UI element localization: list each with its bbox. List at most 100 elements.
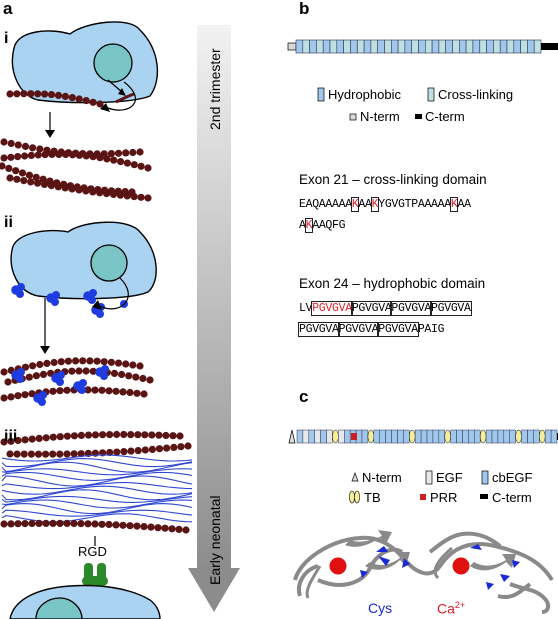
elastic-fibre-strand (1, 485, 193, 495)
bar-egf-domain (497, 429, 505, 444)
coacervate-fibrils-stage-i (0, 138, 152, 202)
fibril-bead (89, 98, 97, 106)
fibril-bead (96, 154, 104, 162)
fibril-bead (147, 523, 155, 531)
bar-egf-domain (456, 429, 463, 444)
fibril-bead (14, 153, 22, 161)
fibril-bead (119, 521, 127, 529)
bar-egf-domain (509, 429, 516, 444)
fibril-bead (136, 148, 144, 156)
fibril-bead (62, 150, 70, 159)
legend-egf-swatch (425, 470, 433, 485)
timeline-top-label: 2nd trimester (207, 48, 223, 130)
fibril-bead (14, 141, 22, 149)
fibril-bead (106, 431, 114, 439)
integrin-receptor (82, 563, 108, 586)
fibril-bead (137, 193, 145, 201)
fibril-bead (42, 434, 50, 442)
fibril-bead (36, 360, 44, 369)
fibril-bead (89, 367, 97, 375)
fibril-bead (120, 448, 128, 456)
legend-cross-linking-label: Cross-linking (438, 87, 514, 102)
fibril-bead (0, 520, 8, 528)
fibril-bead (148, 445, 156, 453)
fibril-bead (79, 357, 87, 365)
microfibril-protein (88, 296, 96, 304)
bar-domain (520, 39, 528, 54)
calcium-charge: 2+ (454, 600, 466, 610)
fibril-bead (7, 139, 15, 148)
bar-domain (316, 39, 324, 54)
microfibril-protein (17, 368, 25, 376)
fibril-bead (25, 373, 33, 381)
fibril-bead (50, 358, 58, 367)
hexapeptide-repeat: PGVGVA (377, 322, 419, 337)
fibril-bead (13, 175, 21, 183)
fibril-bead (63, 450, 71, 458)
lysine-residue: K (370, 197, 380, 212)
elastic-fibre-strand (1, 503, 193, 515)
fibril-bead (133, 522, 141, 530)
fibril-bead (107, 358, 115, 366)
seq-segment: EAQAAAAA (299, 198, 352, 211)
elastic-fibre-border-top (0, 430, 192, 458)
tropoelastin-fibril-stage-i (6, 90, 104, 108)
bar-domain (458, 39, 467, 54)
fibril-bead (7, 520, 15, 528)
microfibril-protein (57, 371, 65, 379)
bar-egf-domain (296, 429, 304, 444)
fibril-bead (148, 431, 156, 439)
elastic-fibre-strand (1, 482, 193, 490)
bar-c-n-term (288, 429, 296, 444)
fibril-bead (0, 438, 8, 446)
legend-prr-label: PRR (430, 490, 458, 505)
fibril-bead (57, 358, 65, 366)
fibril-bead (77, 520, 85, 528)
seq-segment: AA (358, 198, 372, 211)
fibril-bead (175, 525, 183, 534)
elastic-fibre-strand (1, 471, 193, 481)
fibril-bead (182, 526, 190, 534)
fibril-bead (119, 388, 127, 396)
fibril-bead (77, 431, 85, 439)
fibril-bead (118, 370, 126, 379)
fibril-bead (7, 153, 15, 161)
fibril-bead (129, 148, 137, 157)
rgd-label: RGD (78, 544, 107, 559)
bar-domain (329, 39, 338, 54)
bar-egf-domain (450, 429, 457, 444)
elastic-fibre-strand (1, 468, 193, 476)
bar-domain (295, 39, 304, 54)
bar-domain (336, 39, 344, 54)
microfibril-protein (78, 386, 86, 394)
elastic-fibre-strand (1, 454, 193, 462)
fibril-bead (70, 519, 78, 528)
exon21-sequence-line2: AKAAQFG (299, 218, 346, 233)
fibril-bead (113, 448, 121, 456)
fibril-bead (84, 386, 92, 394)
exon24-title: Exon 24 – hydrophobic domain (299, 276, 486, 291)
panel-label-a: a (3, 0, 13, 18)
fibril-bead (103, 190, 111, 198)
fibril-bead (0, 368, 8, 376)
fibril-bead (4, 378, 12, 386)
elastic-fibre-strand (1, 461, 193, 473)
bar-egf-domain (462, 429, 469, 444)
fibril-bead (117, 158, 125, 166)
fibril-bead (56, 450, 64, 458)
timeline-arrow (188, 25, 240, 612)
bar-egf-domain (391, 429, 398, 444)
fibril-bead (106, 448, 114, 457)
fibril-bead (32, 372, 41, 380)
calcium-symbol: Ca (437, 600, 455, 617)
fibril-bead (63, 432, 71, 440)
bar-egf-domain (503, 429, 510, 444)
bar-egf-domain (426, 429, 434, 444)
panel-label-c: c (299, 387, 309, 406)
fibril-bead (86, 357, 94, 365)
fibril-bead (105, 387, 113, 395)
fibril-bead (55, 150, 63, 158)
fibril-bead (130, 161, 138, 169)
fibril-bead (170, 443, 178, 451)
